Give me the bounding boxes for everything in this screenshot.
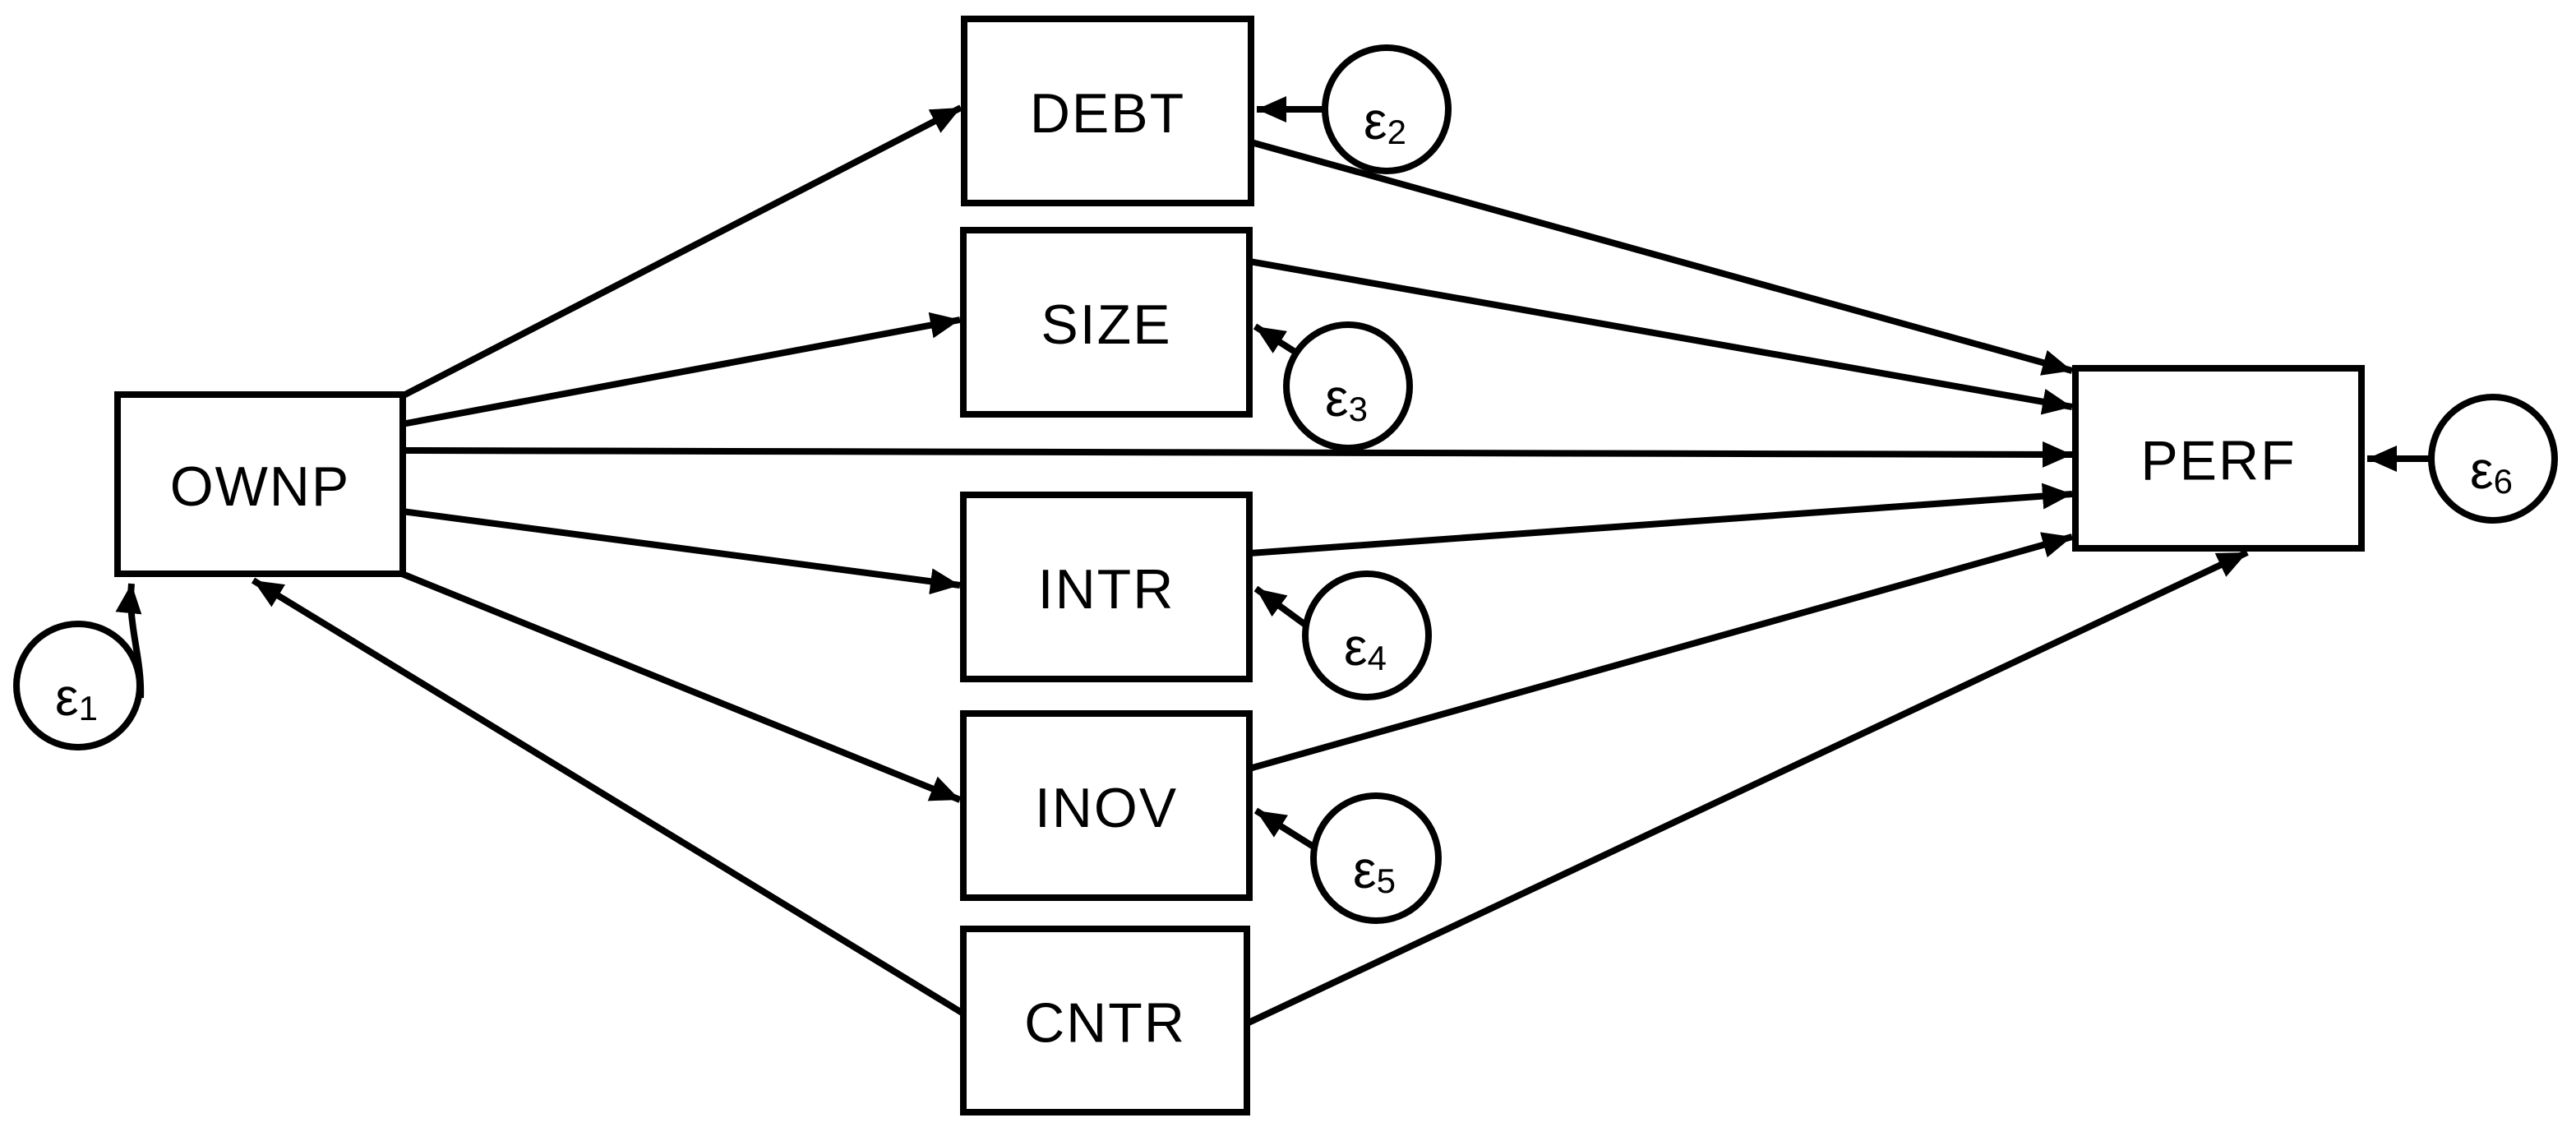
epsilon-subscript-e6: 6 (2494, 462, 2513, 501)
epsilon-symbol-e4: ε (1344, 617, 1368, 677)
variable-box-size (960, 227, 1253, 418)
epsilon-subscript-e4: 4 (1368, 639, 1387, 677)
path-debt-to-perf (1249, 139, 2074, 376)
epsilon-subscript-e3: 3 (1349, 390, 1368, 428)
error-term-circle-e1 (13, 621, 143, 751)
variable-label-debt: DEBT (1030, 82, 1185, 145)
variable-node-debt: DEBT (961, 16, 1254, 206)
variable-label-inov: INOV (1035, 777, 1178, 839)
epsilon-subscript-e5: 5 (1377, 861, 1396, 900)
variable-label-intr: INTR (1038, 558, 1175, 621)
variable-label-cntr: CNTR (1024, 992, 1186, 1055)
variable-box-ownp (114, 391, 406, 577)
error-term-label-e2: ε2 (1364, 91, 1406, 151)
error-term-circle-e2 (1322, 44, 1452, 174)
variable-node-cntr: CNTR (960, 926, 1250, 1115)
variable-box-perf (2072, 365, 2365, 552)
error-term-label-e1: ε1 (55, 667, 98, 727)
path-e4-to-intr (1253, 585, 1308, 628)
error-term-node-e2: ε2 (1322, 44, 1452, 174)
path-e5-to-inov (1253, 807, 1316, 850)
path-e3-to-size (1253, 323, 1299, 356)
error-term-node-e6: ε6 (2428, 394, 2558, 524)
error-term-node-e4: ε4 (1302, 570, 1432, 700)
variable-node-inov: INOV (960, 710, 1253, 901)
error-term-circle-e5 (1310, 792, 1442, 924)
error-term-circle-e4 (1302, 570, 1432, 700)
epsilon-symbol-e3: ε (1325, 368, 1349, 427)
path-ownp-to-size (401, 312, 961, 427)
variable-node-perf: PERF (2072, 365, 2365, 552)
variable-node-intr: INTR (960, 492, 1253, 682)
path-ownp-to-inov (400, 570, 962, 803)
path-ownp-to-debt (400, 104, 963, 400)
variable-box-cntr (960, 926, 1250, 1115)
error-term-circle-e6 (2428, 394, 2558, 524)
path-cntr-to-ownp (251, 577, 966, 1017)
variable-node-size: SIZE (960, 227, 1253, 418)
variable-node-ownp: OWNP (114, 391, 406, 577)
error-term-label-e6: ε6 (2470, 441, 2513, 501)
variable-label-size: SIZE (1041, 293, 1171, 356)
variable-label-ownp: OWNP (170, 455, 351, 518)
variable-box-intr (960, 492, 1253, 682)
epsilon-subscript-e2: 2 (1387, 113, 1406, 151)
variable-box-inov (960, 710, 1253, 901)
error-term-node-e1: ε1 (13, 621, 143, 751)
error-term-label-e4: ε4 (1344, 617, 1387, 677)
epsilon-symbol-e6: ε (2470, 441, 2494, 500)
error-term-circle-e3 (1283, 321, 1413, 451)
error-term-node-e5: ε5 (1310, 792, 1442, 924)
epsilon-symbol-e2: ε (1364, 91, 1387, 150)
path-ownp-to-perf (401, 441, 2073, 468)
path-ownp-to-intr (401, 508, 961, 595)
variable-box-debt (961, 16, 1254, 206)
path-intr-to-perf (1249, 483, 2073, 557)
path-size-to-perf (1249, 258, 2073, 415)
error-term-label-e5: ε5 (1353, 840, 1396, 900)
epsilon-symbol-e1: ε (55, 667, 79, 727)
variable-label-perf: PERF (2140, 430, 2296, 492)
path-inov-to-perf (1248, 532, 2074, 772)
error-term-label-e3: ε3 (1325, 368, 1368, 428)
error-term-node-e3: ε3 (1283, 321, 1413, 451)
path-cntr-to-perf (1245, 549, 2249, 1027)
epsilon-subscript-e1: 1 (79, 689, 98, 727)
epsilon-symbol-e5: ε (1353, 840, 1377, 899)
